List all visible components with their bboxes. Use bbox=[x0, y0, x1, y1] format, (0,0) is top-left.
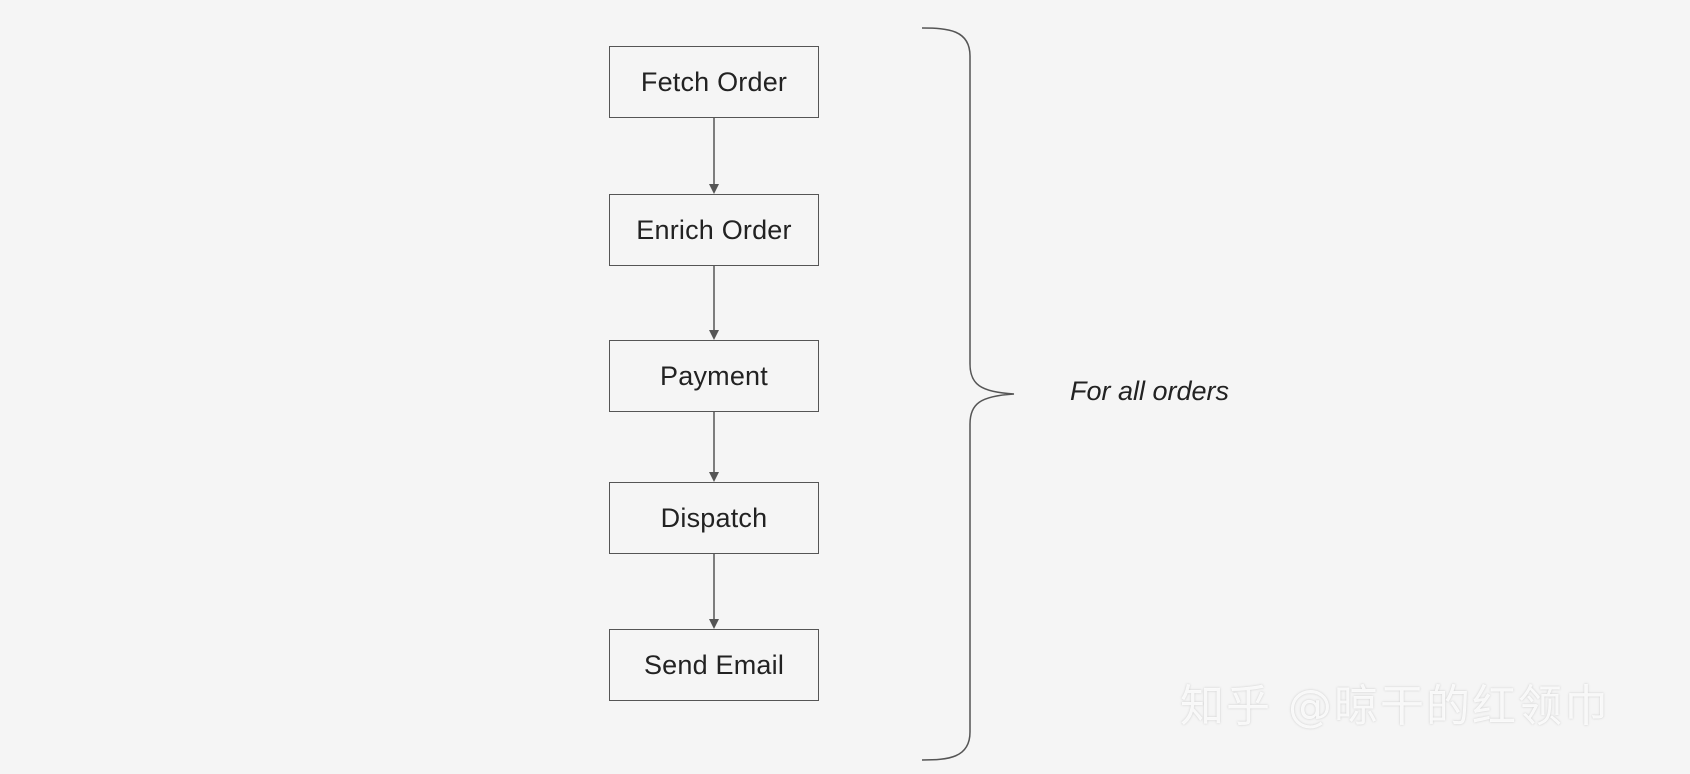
step-payment: Payment bbox=[609, 340, 819, 412]
step-fetch-order: Fetch Order bbox=[609, 46, 819, 118]
brace-annotation: For all orders bbox=[1070, 376, 1230, 406]
step-enrich-order: Enrich Order bbox=[609, 194, 819, 266]
step-send-email: Send Email bbox=[609, 629, 819, 701]
step-dispatch: Dispatch bbox=[609, 482, 819, 554]
watermark: 知乎 @晾干的红领巾 bbox=[1180, 681, 1610, 732]
curly-brace bbox=[921, 27, 1015, 761]
